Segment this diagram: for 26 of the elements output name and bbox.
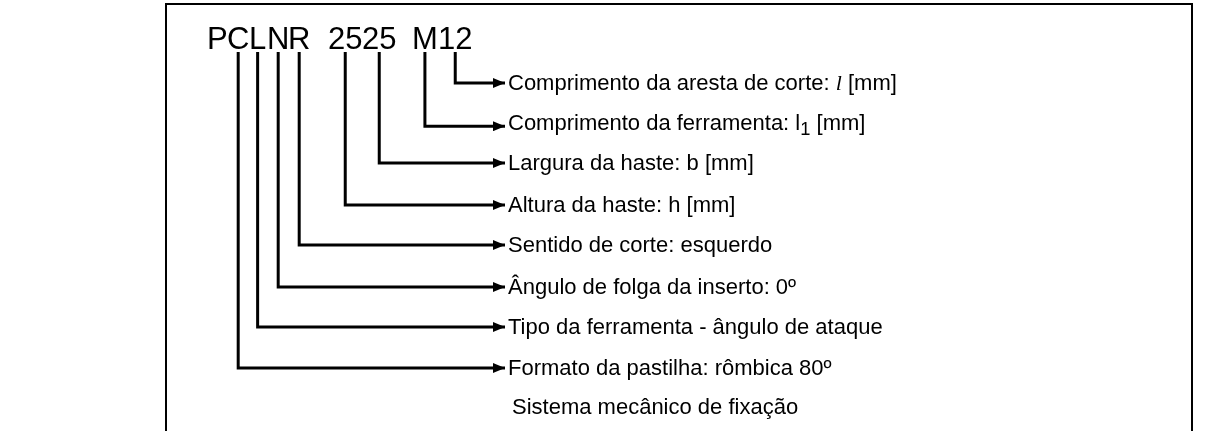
leader-arrow <box>377 52 505 168</box>
leader-arrow <box>453 52 505 88</box>
leader-arrow <box>256 52 505 332</box>
code-letter: R <box>288 22 311 56</box>
code-letter: L <box>249 22 267 56</box>
code-description: Comprimento da ferramenta: l$_{1}$ [mm] <box>508 110 866 143</box>
leader-arrow <box>236 52 505 373</box>
leader-arrow <box>423 52 505 132</box>
code-description: Tipo da ferramenta - ângulo de ataque <box>508 314 883 340</box>
leader-arrow <box>297 52 505 250</box>
code-letter: N <box>267 22 290 56</box>
code-letter: M <box>412 22 438 56</box>
code-description: Largura da haste: b [mm] <box>508 150 754 176</box>
code-letter: P <box>207 22 228 56</box>
code-description: Ângulo de folga da inserto: 0º <box>508 274 797 300</box>
leader-arrow <box>276 52 505 292</box>
code-letter: C <box>227 22 250 56</box>
leader-arrow <box>343 52 505 210</box>
code-letter: 12 <box>438 22 473 56</box>
code-letter: 25 <box>328 22 363 56</box>
code-description: Comprimento da aresta de corte: l [mm] <box>508 70 897 96</box>
code-description: Sentido de corte: esquerdo <box>508 232 773 258</box>
code-description: Formato da pastilha: rômbica 80º <box>508 355 832 381</box>
note-text: Sistema mecânico de fixação <box>512 394 799 420</box>
code-description: Altura da haste: h [mm] <box>508 192 736 218</box>
code-letter: 25 <box>362 22 397 56</box>
